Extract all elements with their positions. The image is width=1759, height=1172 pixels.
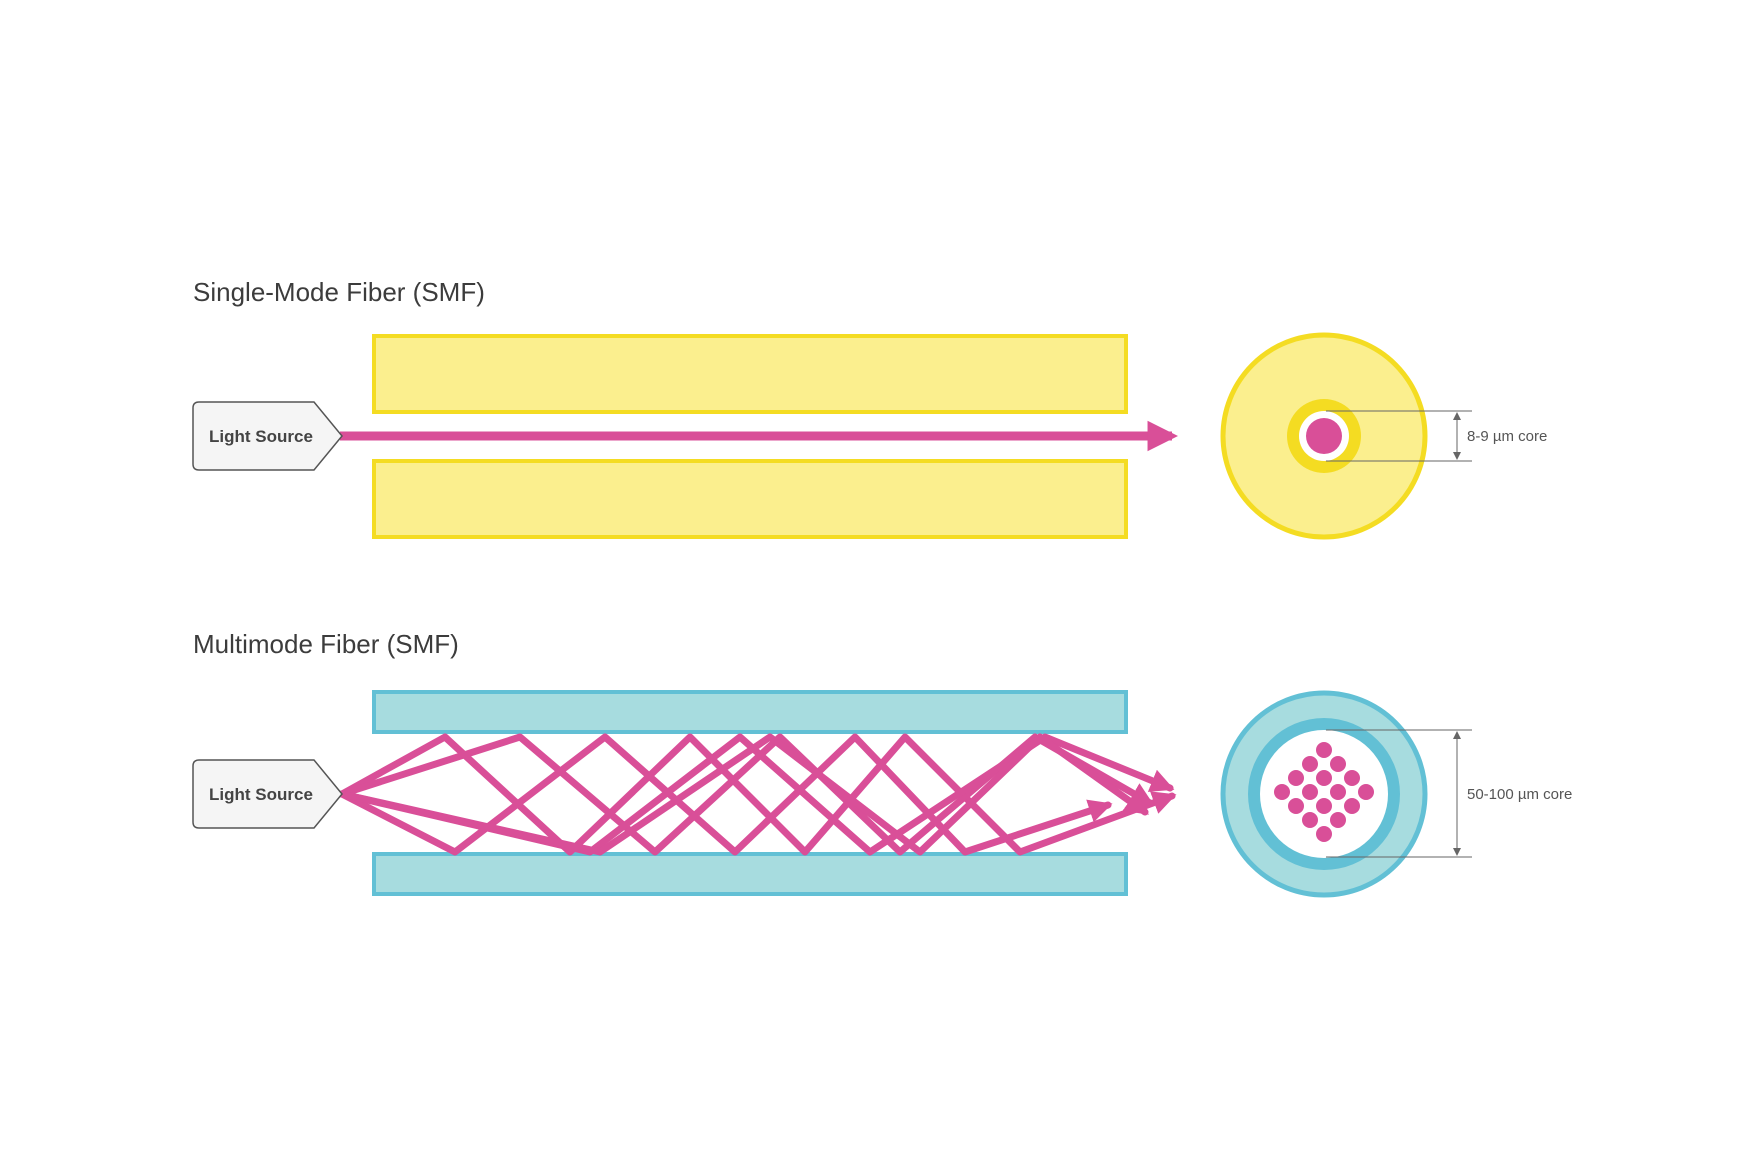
mmf-core-mode-dot — [1302, 784, 1318, 800]
smf-core-dimension — [1326, 410, 1472, 462]
mmf-core-mode-dot — [1316, 826, 1332, 842]
mmf-cross-section-core — [1260, 730, 1388, 858]
mmf-core-label: 50-100 µm core — [1467, 786, 1572, 803]
mmf-core-mode-dot — [1274, 784, 1290, 800]
mmf-upper-cladding — [372, 690, 1128, 734]
mmf-core-mode-dot — [1288, 770, 1304, 786]
smf-light-source-box — [192, 401, 343, 471]
mmf-core-mode-dot — [1316, 798, 1332, 814]
mmf-core-mode-dot — [1316, 742, 1332, 758]
mmf-core-mode-dot — [1330, 812, 1346, 828]
smf-lower-cladding — [372, 459, 1128, 539]
mmf-core-mode-dot — [1358, 784, 1374, 800]
smf-light-source: Light Source — [192, 401, 343, 471]
mmf-core-mode-dot — [1330, 784, 1346, 800]
mmf-light-rays — [338, 733, 1177, 856]
mmf-core-mode-dot — [1302, 756, 1318, 772]
mmf-section: Multimode Fiber (SMF) Light Source — [192, 629, 1572, 898]
mmf-lower-cladding — [372, 852, 1128, 896]
mmf-cross-section — [1220, 690, 1428, 898]
mmf-core-dimension — [1326, 729, 1472, 858]
smf-core-label: 8-9 µm core — [1467, 428, 1547, 445]
mmf-title: Multimode Fiber (SMF) — [193, 629, 459, 659]
mmf-light-source-box — [192, 759, 343, 829]
mmf-core-mode-dot — [1344, 798, 1360, 814]
smf-upper-cladding — [372, 334, 1128, 414]
mmf-light-ray — [338, 733, 1113, 856]
mmf-core-mode-dot — [1330, 756, 1346, 772]
mmf-light-source-label: Light Source — [209, 785, 313, 804]
mmf-light-source: Light Source — [192, 759, 343, 829]
smf-light-source-label: Light Source — [209, 427, 313, 446]
mmf-core-mode-dot — [1316, 770, 1332, 786]
smf-cross-section-core — [1306, 418, 1342, 454]
mmf-core-modes — [1274, 742, 1374, 842]
mmf-light-ray — [338, 733, 1149, 856]
mmf-core-mode-dot — [1302, 812, 1318, 828]
smf-cross-section — [1220, 332, 1428, 540]
smf-title: Single-Mode Fiber (SMF) — [193, 277, 485, 307]
mmf-core-mode-dot — [1288, 798, 1304, 814]
smf-section: Single-Mode Fiber (SMF) Light Source 8-9… — [192, 277, 1547, 540]
mmf-core-mode-dot — [1344, 770, 1360, 786]
